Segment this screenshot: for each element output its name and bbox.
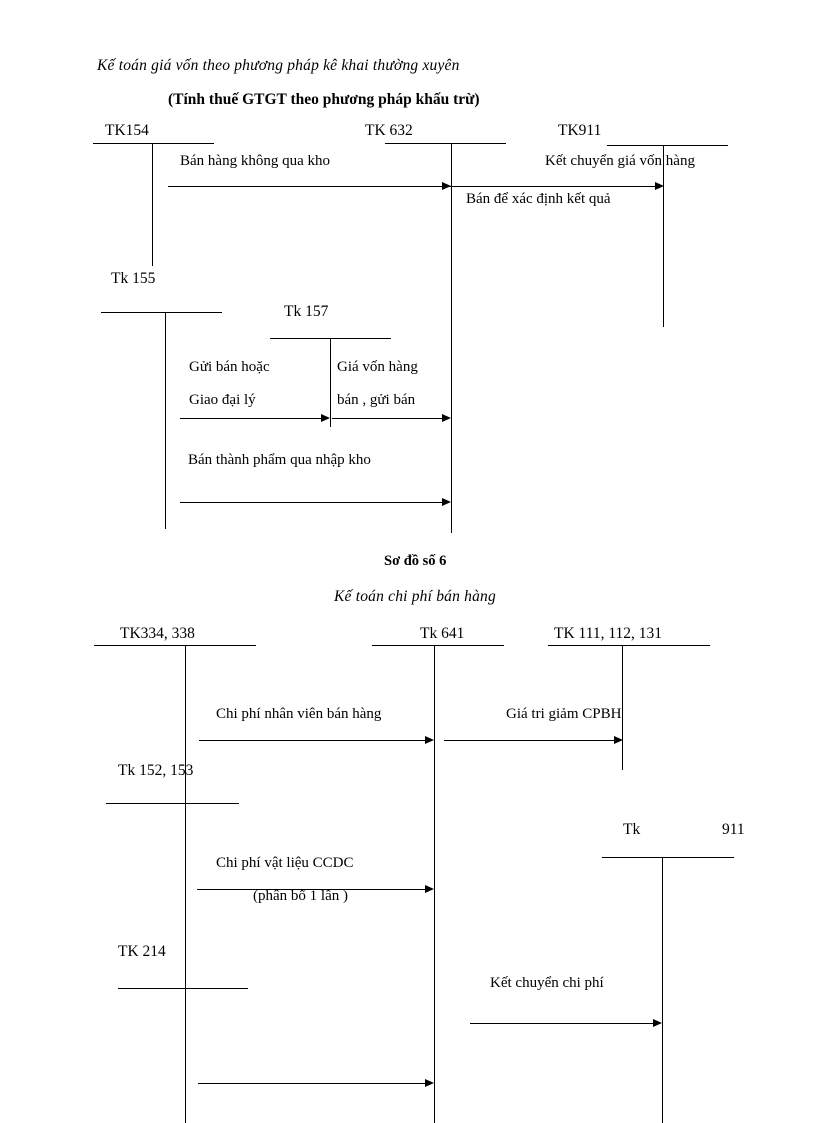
account-label-tk911: TK911 [558, 122, 602, 139]
account-stem-tk157 [330, 338, 331, 427]
account-label-tk911-number: 911 [722, 821, 745, 838]
account-stem-tk911-two [662, 857, 663, 1123]
account-label-tk632: TK 632 [365, 122, 413, 139]
account-label-tk641: Tk 641 [420, 625, 465, 642]
account-rule-tk632 [385, 143, 506, 144]
diagram-two-section-number: Sơ đồ số 6 [384, 553, 447, 569]
flow-label-gia-von-hang: Giá vốn hàng [337, 359, 418, 375]
account-label-tk911-prefix: Tk [623, 821, 641, 838]
flow-label-gia-tri-giam-cpbh: Giá tri giảm CPBH [506, 706, 622, 722]
account-label-tk152-153: Tk 152, 153 [118, 762, 194, 779]
account-rule-tk911-two [602, 857, 734, 858]
account-label-tk155: Tk 155 [111, 270, 156, 287]
account-rule-tk911 [607, 145, 728, 146]
account-rule-tk334-338 [94, 645, 256, 646]
flow-label-giao-dai-ly: Giao đại lý [189, 392, 256, 408]
flow-label-ban-hang-khong-qua-kho: Bán hàng không qua kho [180, 153, 330, 169]
account-label-tk334-338: TK334, 338 [120, 625, 195, 642]
account-label-tk157: Tk 157 [284, 303, 329, 320]
diagram-two-subtitle: Kế toán chi phí bán hàng [334, 588, 496, 605]
flow-label-chi-phi-vat-lieu-ccdc: Chi phí vật liệu CCDC [216, 855, 354, 871]
flow-label-ban-de-xac-dinh-ket-qua: Bán để xác định kết quả [466, 191, 611, 207]
flow-label-ket-chuyen-gia-von-hang: Kết chuyển giá vốn hàng [545, 153, 695, 169]
account-rule-tk111-112-131 [548, 645, 710, 646]
account-label-tk154: TK154 [105, 122, 149, 139]
account-stem-tk334-338 [185, 645, 186, 1123]
flow-label-gui-ban-hoac: Gửi bán hoặc [189, 359, 270, 375]
diagram-one-heading: (Tính thuế GTGT theo phương pháp khấu tr… [168, 91, 480, 108]
account-stem-tk632 [451, 143, 452, 533]
account-label-tk111-112-131: TK 111, 112, 131 [554, 625, 663, 642]
account-stem-tk641 [434, 645, 435, 1123]
flow-label-chi-phi-nhan-vien-ban-hang: Chi phí nhân viên bán hàng [216, 706, 382, 722]
flow-label-ket-chuyen-chi-phi: Kết chuyển chi phí [490, 975, 604, 991]
account-label-tk214: TK 214 [118, 943, 166, 960]
flow-label-ban-gui-ban: bán , gửi bán [337, 392, 416, 408]
account-rule-tk152-153 [106, 803, 239, 804]
flow-label-phan-bo-1-lan: (phân bổ 1 lần ) [253, 888, 348, 904]
account-rule-tk155 [101, 312, 222, 313]
account-rule-tk154 [93, 143, 214, 144]
account-stem-tk911 [663, 145, 664, 327]
account-stem-tk155 [165, 312, 166, 529]
account-stem-tk111-112-131 [622, 645, 623, 770]
account-rule-tk214 [118, 988, 248, 989]
account-stem-tk154 [152, 143, 153, 266]
diagram-one-subtitle: Kế toán giá vốn theo phương pháp kê khai… [97, 57, 460, 74]
flow-label-ban-thanh-pham-qua-nhap-kho: Bán thành phẩm qua nhập kho [188, 452, 371, 468]
account-rule-tk641 [372, 645, 504, 646]
